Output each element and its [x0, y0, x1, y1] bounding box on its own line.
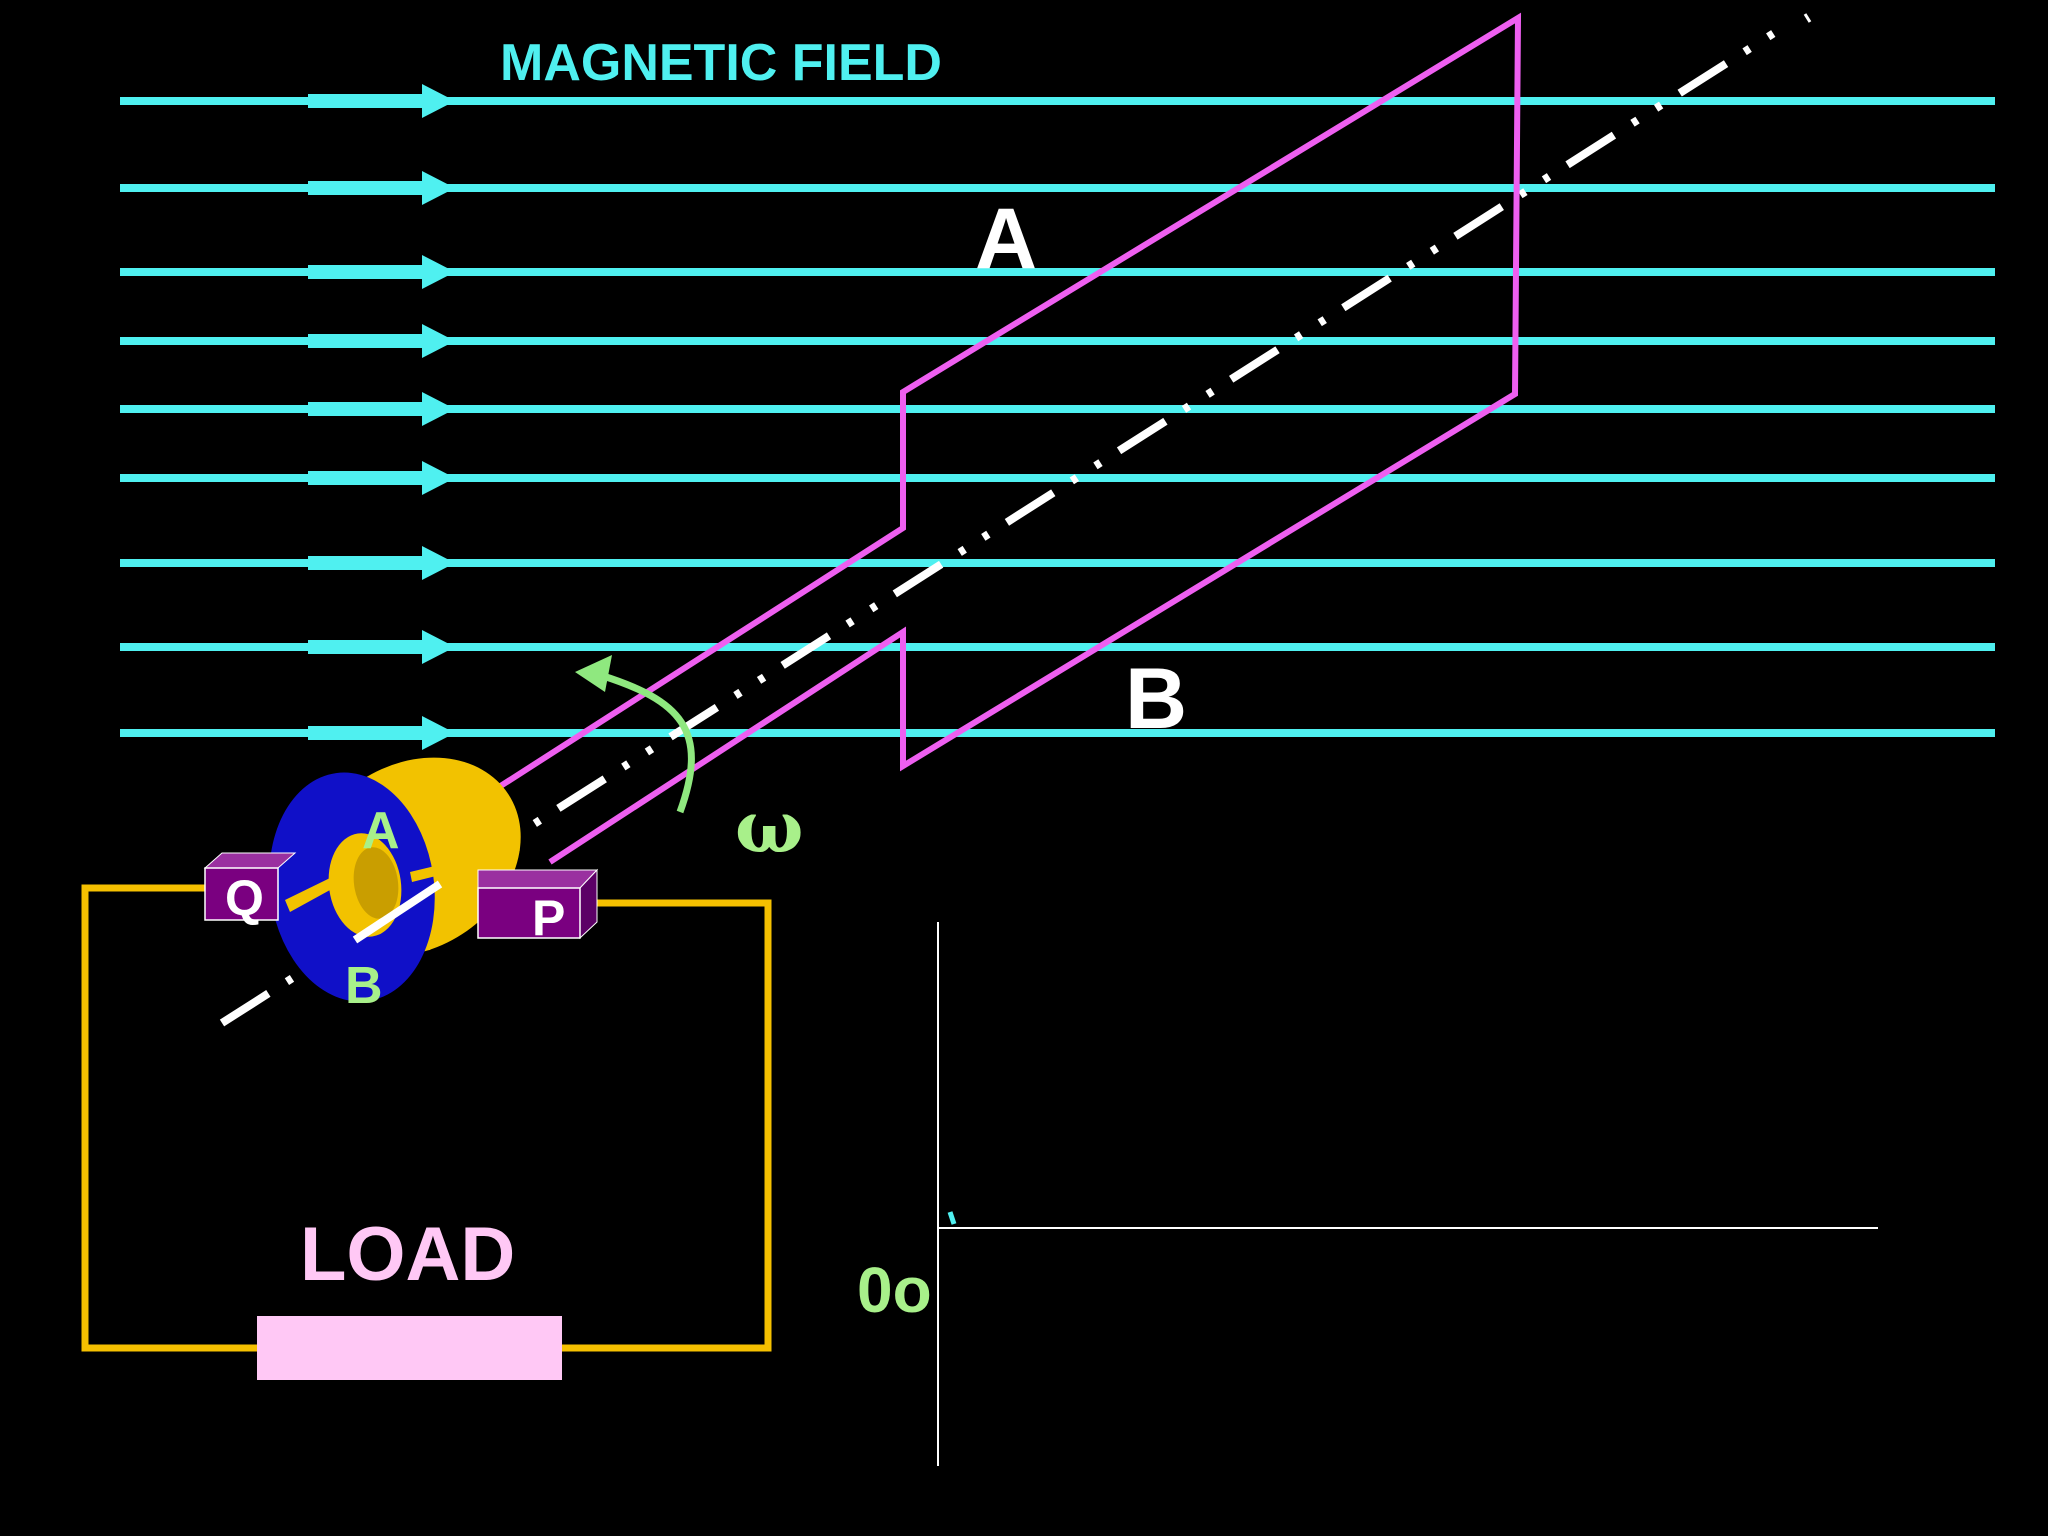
field-line — [120, 171, 1995, 205]
slip-ring-a-label: A — [362, 802, 400, 860]
field-line — [120, 392, 1995, 426]
brush-q — [203, 852, 297, 921]
graph-axes — [937, 922, 1878, 1466]
coil-side-a-label: A — [975, 191, 1037, 287]
field-line — [120, 84, 1995, 118]
magnetic-field-title: MAGNETIC FIELD — [500, 34, 942, 92]
waveform-start-mark — [947, 1211, 957, 1225]
slip-ring — [269, 757, 521, 1002]
field-line — [120, 716, 1995, 750]
load-label: LOAD — [300, 1212, 515, 1297]
field-line — [120, 461, 1995, 495]
coil-side-b-label: B — [1125, 651, 1187, 747]
angle-label: 0o — [857, 1254, 932, 1326]
rotation-axis-front — [352, 880, 443, 944]
slip-ring-b-label: B — [345, 957, 383, 1015]
circuit-wire — [81, 884, 772, 1352]
brush-p-label: P — [532, 890, 565, 946]
brush-p — [477, 868, 599, 940]
rotation-arrow — [575, 655, 695, 814]
coil-loop — [483, 12, 1522, 865]
brush-q-label: Q — [225, 870, 264, 926]
field-line — [120, 255, 1995, 289]
load-resistor — [257, 1316, 562, 1380]
field-line — [120, 324, 1995, 358]
magnetic-field-lines — [120, 84, 1995, 750]
field-line — [120, 546, 1995, 580]
angle-value: 0o — [857, 1254, 932, 1326]
field-line — [120, 630, 1995, 664]
angular-velocity-symbol: ω — [735, 784, 804, 869]
